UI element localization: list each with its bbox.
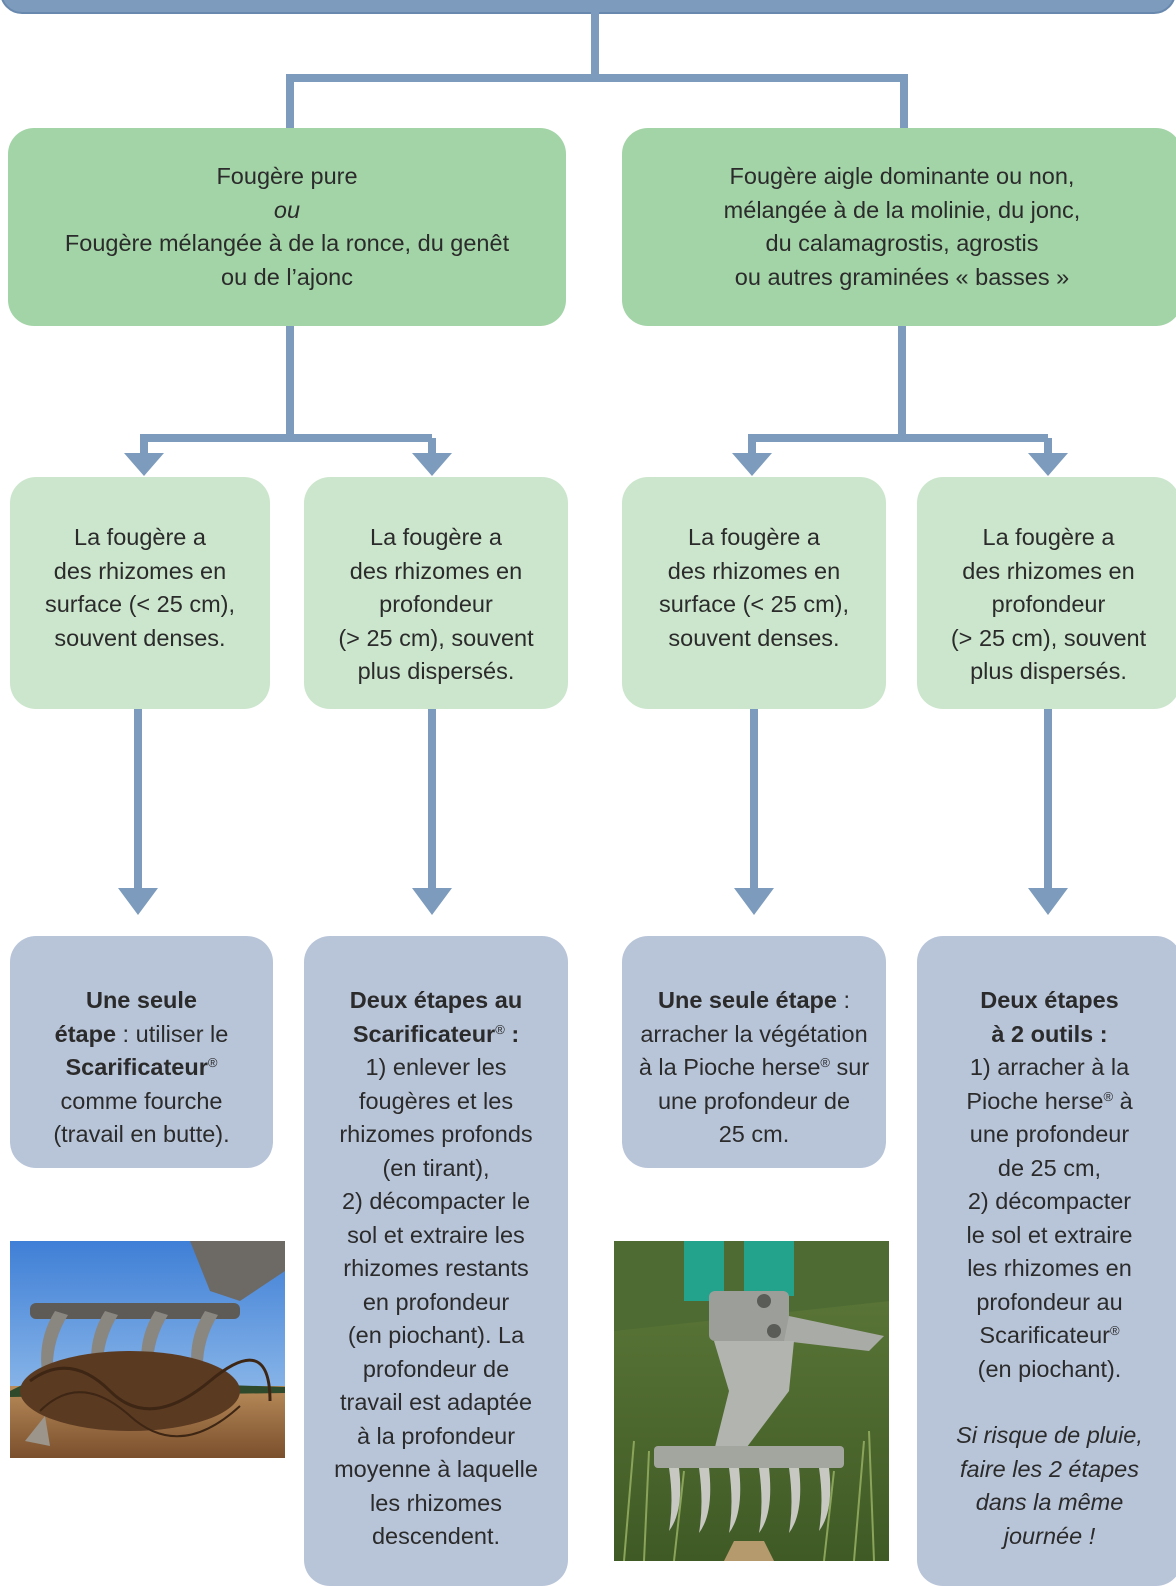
vegetation-line: du calamagrostis, agrostis [765, 230, 1039, 256]
vegetation-box-fern: Fougère pure ou Fougère mélangée à de la… [8, 128, 566, 326]
vegetation-line: Fougère pure [216, 163, 358, 189]
tool-name: Scarificateur [352, 1020, 496, 1047]
action-text: : [836, 987, 850, 1013]
arrow-head-8 [1028, 888, 1068, 915]
arrow-head-3 [732, 453, 772, 476]
left-branch-line [140, 326, 294, 455]
arrow-head-2 [412, 453, 452, 476]
registered-mark: ® [1103, 1088, 1114, 1104]
action-body: 1) enlever les fougères et les rhizomes … [334, 1054, 538, 1549]
rhizome-text: La fougère a des rhizomes en surface (< … [44, 524, 236, 651]
arrow-head-7 [734, 888, 774, 915]
arrow-head-6 [412, 888, 452, 915]
action-text: 25 cm. [718, 1121, 790, 1147]
rhizome-text: La fougère a des rhizomes en profondeur … [950, 524, 1147, 684]
rhizome-box-4: La fougère a des rhizomes en profondeur … [917, 477, 1176, 709]
vegetation-line: mélangée à de la molinie, du jonc, [723, 196, 1081, 223]
vegetation-line: ou de l’ajonc [221, 263, 353, 290]
action-heading: Une seule étape [658, 987, 837, 1013]
action-text: : utiliser le [116, 1020, 229, 1047]
action-heading: étape [54, 1020, 117, 1047]
action-text: comme fourche [60, 1087, 223, 1114]
vegetation-or: ou [273, 196, 301, 223]
rhizome-box-3: La fougère a des rhizomes en surface (< … [622, 477, 886, 709]
action-text: arracher la végétation [640, 1020, 868, 1047]
registered-mark: ® [207, 1055, 218, 1070]
action-box-1: Une seule étape : utiliser le Scarificat… [10, 936, 273, 1168]
action-heading: à 2 outils : [991, 1020, 1108, 1047]
action-text: Pioche herse [966, 1087, 1104, 1114]
arrow-head-1 [124, 453, 164, 476]
action-box-3: Une seule étape : arracher la végétation… [622, 936, 886, 1168]
rain-warning: Si risque de pluie, faire les 2 étapes d… [956, 1422, 1143, 1549]
action-text: (en piochant). [977, 1355, 1122, 1382]
action-box-4: Deux étapes à 2 outils : 1) arracher à l… [917, 936, 1176, 1586]
action-box-2: Deux étapes au Scarificateur® : 1) enlev… [304, 936, 568, 1586]
registered-mark: ® [820, 1055, 830, 1070]
arrow-head-5 [118, 888, 158, 915]
vegetation-line: ou autres graminées « basses » [734, 263, 1070, 290]
action-text: (travail en butte). [53, 1121, 230, 1147]
arrow-head-4 [1028, 453, 1068, 476]
right-branch-line [748, 326, 906, 455]
action-text: à la Pioche herse [638, 1054, 821, 1080]
scarifier-photo [10, 1241, 285, 1458]
action-body: une profondeur de 25 cm, 2) décompacter … [966, 1121, 1133, 1315]
rhizome-box-2: La fougère a des rhizomes en profondeur … [304, 477, 568, 709]
rhizome-box-1: La fougère a des rhizomes en surface (< … [10, 477, 270, 709]
action-heading: Une seule [85, 987, 198, 1013]
vegetation-box-grass: Fougère aigle dominante ou non, mélangée… [622, 128, 1176, 326]
action-heading: Deux étapes [980, 987, 1119, 1013]
split-line [286, 74, 908, 128]
pioche-herse-photo [614, 1241, 889, 1561]
action-heading: Deux étapes au [349, 987, 523, 1013]
vegetation-line: Fougère mélangée à de la ronce, du genêt [64, 230, 510, 256]
action-text: une profondeur de [657, 1087, 851, 1114]
tool-name: Scarificateur [979, 1322, 1110, 1348]
rhizome-text: La fougère a des rhizomes en surface (< … [658, 524, 850, 651]
tool-name: Scarificateur [65, 1054, 208, 1080]
registered-mark: ® [1110, 1323, 1120, 1338]
rhizome-text: La fougère a des rhizomes en profondeur … [338, 524, 534, 684]
vegetation-line: Fougère aigle dominante ou non, [729, 163, 1075, 189]
action-text: 1) arracher à la [969, 1054, 1130, 1080]
action-text: sur [830, 1054, 870, 1080]
action-heading: : [504, 1020, 520, 1047]
action-text: à [1113, 1087, 1133, 1114]
registered-mark: ® [495, 1021, 505, 1037]
